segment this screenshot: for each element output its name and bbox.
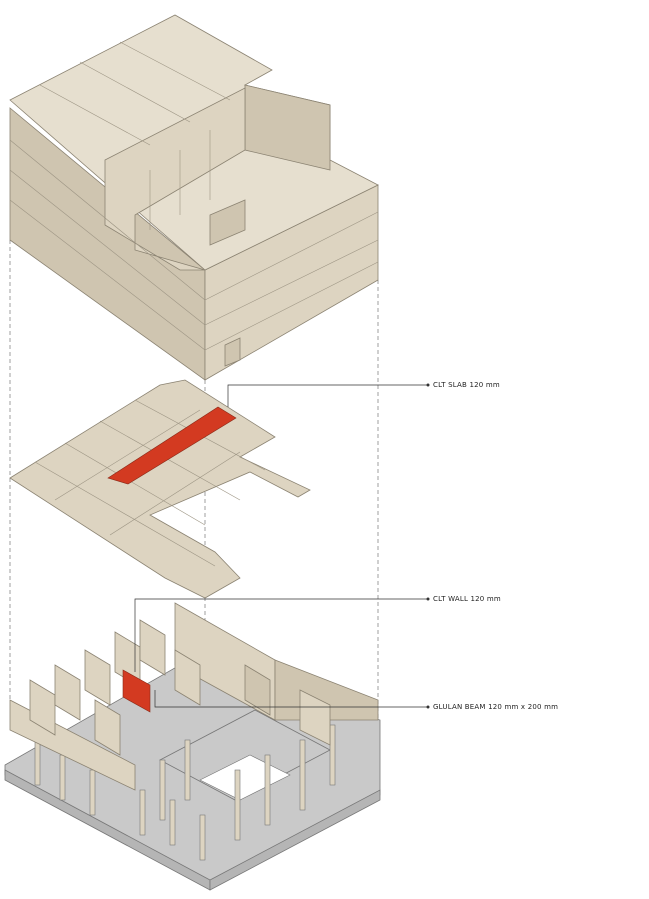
clt-wall-label: CLT WALL 120 mm — [433, 595, 501, 603]
clt-slab-label: CLT SLAB 120 mm — [433, 381, 500, 389]
clt-wall-highlight — [122, 669, 151, 713]
leader-lines — [134, 383, 430, 709]
clt-slab-highlight — [107, 406, 237, 485]
building-upper-block — [9, 14, 379, 381]
glulam-beam-label: GLULAN BEAM 120 mm x 200 mm — [433, 703, 559, 711]
columns — [34, 724, 336, 861]
ground-level-structure — [4, 602, 381, 891]
clt-walls — [29, 619, 331, 756]
facade-seams — [9, 41, 379, 351]
clt-slab-layer — [9, 379, 311, 599]
